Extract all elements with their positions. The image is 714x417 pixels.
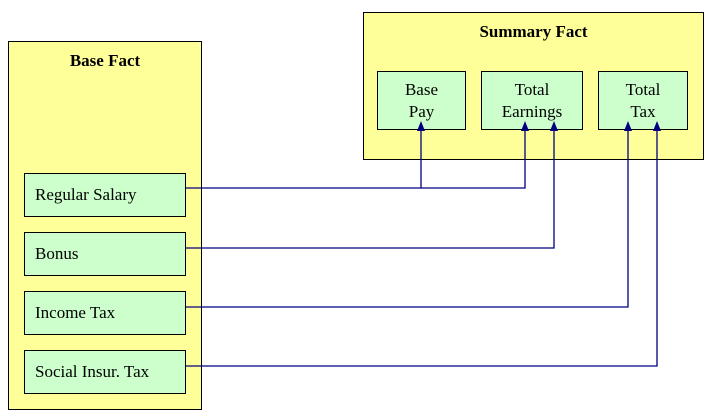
connector-bonus-to-total-earnings (186, 121, 558, 249)
connector-social-insur-tax-to-total-tax (186, 121, 661, 367)
bonus-box: Bonus (24, 232, 186, 276)
base-fact-panel: Base Fact (8, 41, 202, 410)
total-earnings-box: Total Earnings (481, 71, 583, 130)
regular-salary-box: Regular Salary (24, 173, 186, 217)
total-earnings-label: Total Earnings (501, 79, 563, 121)
social-insur-tax-box: Social Insur. Tax (24, 350, 186, 394)
connector-income-tax-to-total-tax (186, 121, 632, 308)
connector-regular-salary-to-base-pay (186, 121, 425, 189)
base-pay-box: Base Pay (377, 71, 466, 130)
income-tax-label: Income Tax (35, 303, 116, 322)
total-tax-label: Total Tax (625, 79, 661, 121)
social-insur-tax-label: Social Insur. Tax (35, 362, 150, 381)
regular-salary-label: Regular Salary (35, 185, 137, 204)
connector-regular-salary-to-total-earnings (421, 121, 529, 189)
base-pay-label: Base Pay (404, 79, 439, 121)
summary-fact-title: Summary Fact (479, 22, 588, 41)
base-fact-title: Base Fact (69, 51, 141, 70)
total-tax-box: Total Tax (598, 71, 688, 130)
income-tax-box: Income Tax (24, 291, 186, 335)
bonus-label: Bonus (35, 244, 79, 263)
